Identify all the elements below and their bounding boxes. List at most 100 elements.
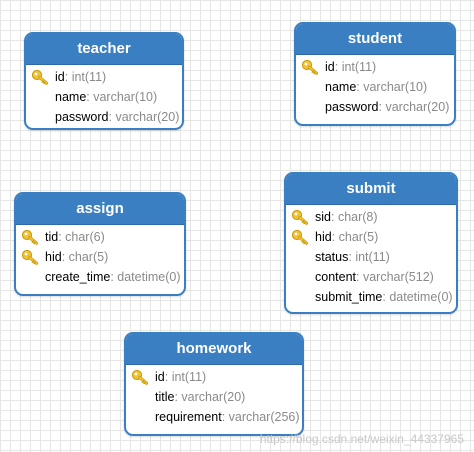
field-type: char(8) <box>337 210 378 224</box>
field-separator: : <box>164 370 172 384</box>
field-type: int(11) <box>171 370 207 384</box>
field-row[interactable]: create_time: datetime(0) <box>16 267 184 287</box>
field-text: id: int(11) <box>325 57 376 77</box>
table-title: homework <box>126 334 302 365</box>
field-separator: : <box>330 210 338 224</box>
field-text: tid: char(6) <box>45 227 105 247</box>
field-text: create_time: datetime(0) <box>45 267 181 287</box>
field-separator: : <box>86 90 94 104</box>
field-name: password <box>55 110 109 124</box>
field-separator: : <box>221 410 229 424</box>
field-text: submit_time: datetime(0) <box>315 287 453 307</box>
field-separator: : <box>348 250 356 264</box>
table-assign[interactable]: assign tid: char(6)hid: char(5)create_ti… <box>14 192 186 296</box>
field-name: sid <box>315 210 331 224</box>
field-type: varchar(20) <box>385 100 450 114</box>
field-text: title: varchar(20) <box>155 387 245 407</box>
field-separator: : <box>58 230 66 244</box>
field-separator: : <box>174 390 182 404</box>
field-name: tid <box>45 230 59 244</box>
field-text: status: int(11) <box>315 247 390 267</box>
field-separator: : <box>110 270 118 284</box>
field-type: varchar(256) <box>228 410 300 424</box>
field-separator: : <box>378 100 386 114</box>
field-row[interactable]: password: varchar(20) <box>26 107 182 127</box>
field-name: create_time <box>45 270 111 284</box>
field-row[interactable]: hid: char(5) <box>286 227 456 247</box>
field-type: int(11) <box>355 250 390 264</box>
field-type: varchar(20) <box>115 110 180 124</box>
field-name: title <box>155 390 175 404</box>
field-separator: : <box>356 80 364 94</box>
field-type: char(5) <box>68 250 109 264</box>
field-type: int(11) <box>341 60 377 74</box>
field-type: int(11) <box>71 70 107 84</box>
field-separator: : <box>108 110 116 124</box>
field-type: char(6) <box>65 230 105 244</box>
field-type: datetime(0) <box>389 290 453 304</box>
field-separator: : <box>64 70 72 84</box>
field-text: hid: char(5) <box>45 247 108 267</box>
field-text: password: varchar(20) <box>55 107 179 127</box>
field-name: name <box>55 90 87 104</box>
field-list: tid: char(6)hid: char(5)create_time: dat… <box>16 225 184 287</box>
field-separator: : <box>61 250 69 264</box>
field-text: hid: char(5) <box>315 227 378 247</box>
key-icon <box>131 369 149 385</box>
table-teacher[interactable]: teacher id: int(11)name: varchar(10)pass… <box>24 32 184 130</box>
key-icon <box>31 69 49 85</box>
field-row[interactable]: id: int(11) <box>296 57 454 77</box>
field-row[interactable]: name: varchar(10) <box>296 77 454 97</box>
field-type: varchar(10) <box>363 80 428 94</box>
field-row[interactable]: status: int(11) <box>286 247 456 267</box>
field-row[interactable]: hid: char(5) <box>16 247 184 267</box>
field-type: varchar(10) <box>93 90 158 104</box>
field-name: id <box>155 370 165 384</box>
field-row[interactable]: requirement: varchar(256) <box>126 407 302 427</box>
key-icon <box>291 209 309 225</box>
field-type: varchar(512) <box>362 270 434 284</box>
field-row[interactable]: id: int(11) <box>26 67 182 87</box>
field-text: password: varchar(20) <box>325 97 449 117</box>
key-icon <box>21 249 39 265</box>
field-name: content <box>315 270 357 284</box>
field-type: varchar(20) <box>181 390 246 404</box>
field-type: char(5) <box>338 230 379 244</box>
table-submit[interactable]: submit sid: char(8)hid: char(5)status: i… <box>284 172 458 314</box>
field-text: content: varchar(512) <box>315 267 434 287</box>
field-list: id: int(11)title: varchar(20)requirement… <box>126 365 302 427</box>
field-row[interactable]: sid: char(8) <box>286 207 456 227</box>
table-title: teacher <box>26 34 182 65</box>
field-name: password <box>325 100 379 114</box>
field-row[interactable]: name: varchar(10) <box>26 87 182 107</box>
field-name: id <box>55 70 65 84</box>
field-row[interactable]: submit_time: datetime(0) <box>286 287 456 307</box>
field-separator: : <box>356 270 363 284</box>
field-row[interactable]: content: varchar(512) <box>286 267 456 287</box>
field-row[interactable]: title: varchar(20) <box>126 387 302 407</box>
field-text: requirement: varchar(256) <box>155 407 300 427</box>
field-name: status <box>315 250 349 264</box>
field-separator: : <box>382 290 390 304</box>
field-text: id: int(11) <box>155 367 206 387</box>
field-name: requirement <box>155 410 222 424</box>
field-text: name: varchar(10) <box>55 87 157 107</box>
field-row[interactable]: id: int(11) <box>126 367 302 387</box>
watermark: https://blog.csdn.net/weixin_44337965 <box>259 432 464 446</box>
table-student[interactable]: student id: int(11)name: varchar(10)pass… <box>294 22 456 126</box>
field-list: sid: char(8)hid: char(5)status: int(11)c… <box>286 205 456 307</box>
table-title: student <box>296 24 454 55</box>
table-homework[interactable]: homework id: int(11)title: varchar(20)re… <box>124 332 304 436</box>
field-name: name <box>325 80 357 94</box>
field-list: id: int(11)name: varchar(10)password: va… <box>296 55 454 117</box>
field-row[interactable]: tid: char(6) <box>16 227 184 247</box>
field-name: id <box>325 60 335 74</box>
table-title: submit <box>286 174 456 205</box>
field-row[interactable]: password: varchar(20) <box>296 97 454 117</box>
field-text: id: int(11) <box>55 67 106 87</box>
field-text: name: varchar(10) <box>325 77 427 97</box>
field-type: datetime(0) <box>117 270 181 284</box>
field-list: id: int(11)name: varchar(10)password: va… <box>26 65 182 127</box>
field-name: hid <box>315 230 332 244</box>
field-name: hid <box>45 250 62 264</box>
